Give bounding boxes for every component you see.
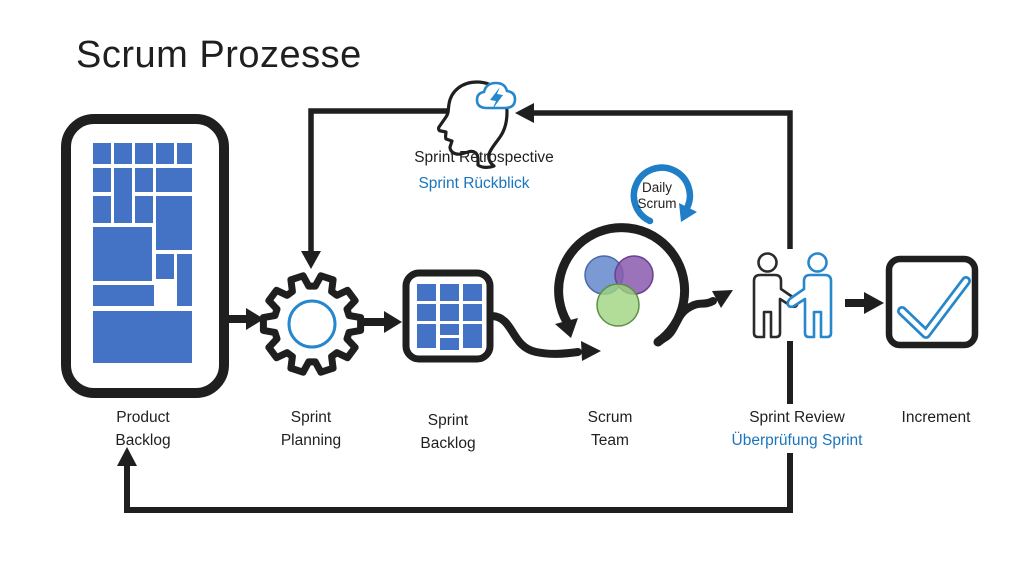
arrow-review-to-retrospective — [515, 103, 793, 249]
arrowhead-right — [246, 308, 264, 330]
label-sprint-retrospective-translation: Sprint Rückblick — [418, 175, 530, 192]
arrowhead-up — [117, 447, 137, 466]
team-cycle-arrowhead — [555, 318, 578, 338]
team-cycle-arc — [554, 223, 690, 347]
label-product-backlog: Product Backlog — [115, 409, 171, 449]
arrowhead-right — [864, 292, 884, 314]
arrowhead-right — [384, 311, 402, 333]
label-sprint-review-translation: Überprüfung Sprint — [731, 432, 863, 449]
label-sprint-backlog: Sprint Backlog — [420, 412, 476, 452]
label-daily-scrum: Daily Scrum — [637, 180, 677, 211]
arrow-planning-to-backlog — [363, 311, 402, 333]
check-mark-inner — [899, 278, 969, 337]
venn-green-circle — [596, 283, 640, 327]
arrowhead-up-right — [712, 290, 733, 308]
sprint-review-icon — [752, 252, 833, 339]
sprint-backlog-icon — [402, 269, 494, 363]
arrowhead-down — [301, 251, 321, 269]
backlog-tiles — [93, 143, 192, 363]
sprint-retrospective-icon — [437, 80, 517, 169]
arrow-product-to-planning — [227, 308, 264, 330]
scrum-team-icon — [554, 223, 690, 347]
label-sprint-retrospective: Sprint Retrospective — [414, 149, 554, 166]
arrow-backlog-to-team — [488, 312, 601, 361]
gear-hub — [287, 299, 337, 349]
sprint-planning-gear — [259, 272, 365, 376]
lightning-bolt-icon — [490, 87, 503, 110]
sprint-backlog-tiles — [417, 284, 482, 350]
daily-scrum-loop — [630, 164, 697, 225]
label-scrum-team: Scrum Team — [587, 409, 633, 449]
label-increment: Increment — [901, 409, 971, 426]
arrowhead-right — [581, 341, 601, 361]
label-sprint-review: Sprint Review Überprüfung Sprint — [732, 406, 863, 452]
increment-icon — [885, 255, 979, 349]
label-sprint-planning: Sprint Planning — [280, 409, 342, 449]
person-right — [786, 252, 833, 339]
person-left — [752, 252, 799, 339]
daily-scrum-arrowhead — [679, 203, 697, 222]
product-backlog-icon — [61, 114, 229, 398]
page-title: Scrum Prozesse — [76, 34, 362, 76]
arrow-review-to-increment — [845, 292, 884, 314]
arrow-loop-review-to-product-backlog — [117, 341, 793, 513]
arrow-retrospective-to-planning — [301, 108, 448, 269]
arrowhead-left — [515, 103, 534, 123]
venn-circles — [584, 255, 654, 327]
